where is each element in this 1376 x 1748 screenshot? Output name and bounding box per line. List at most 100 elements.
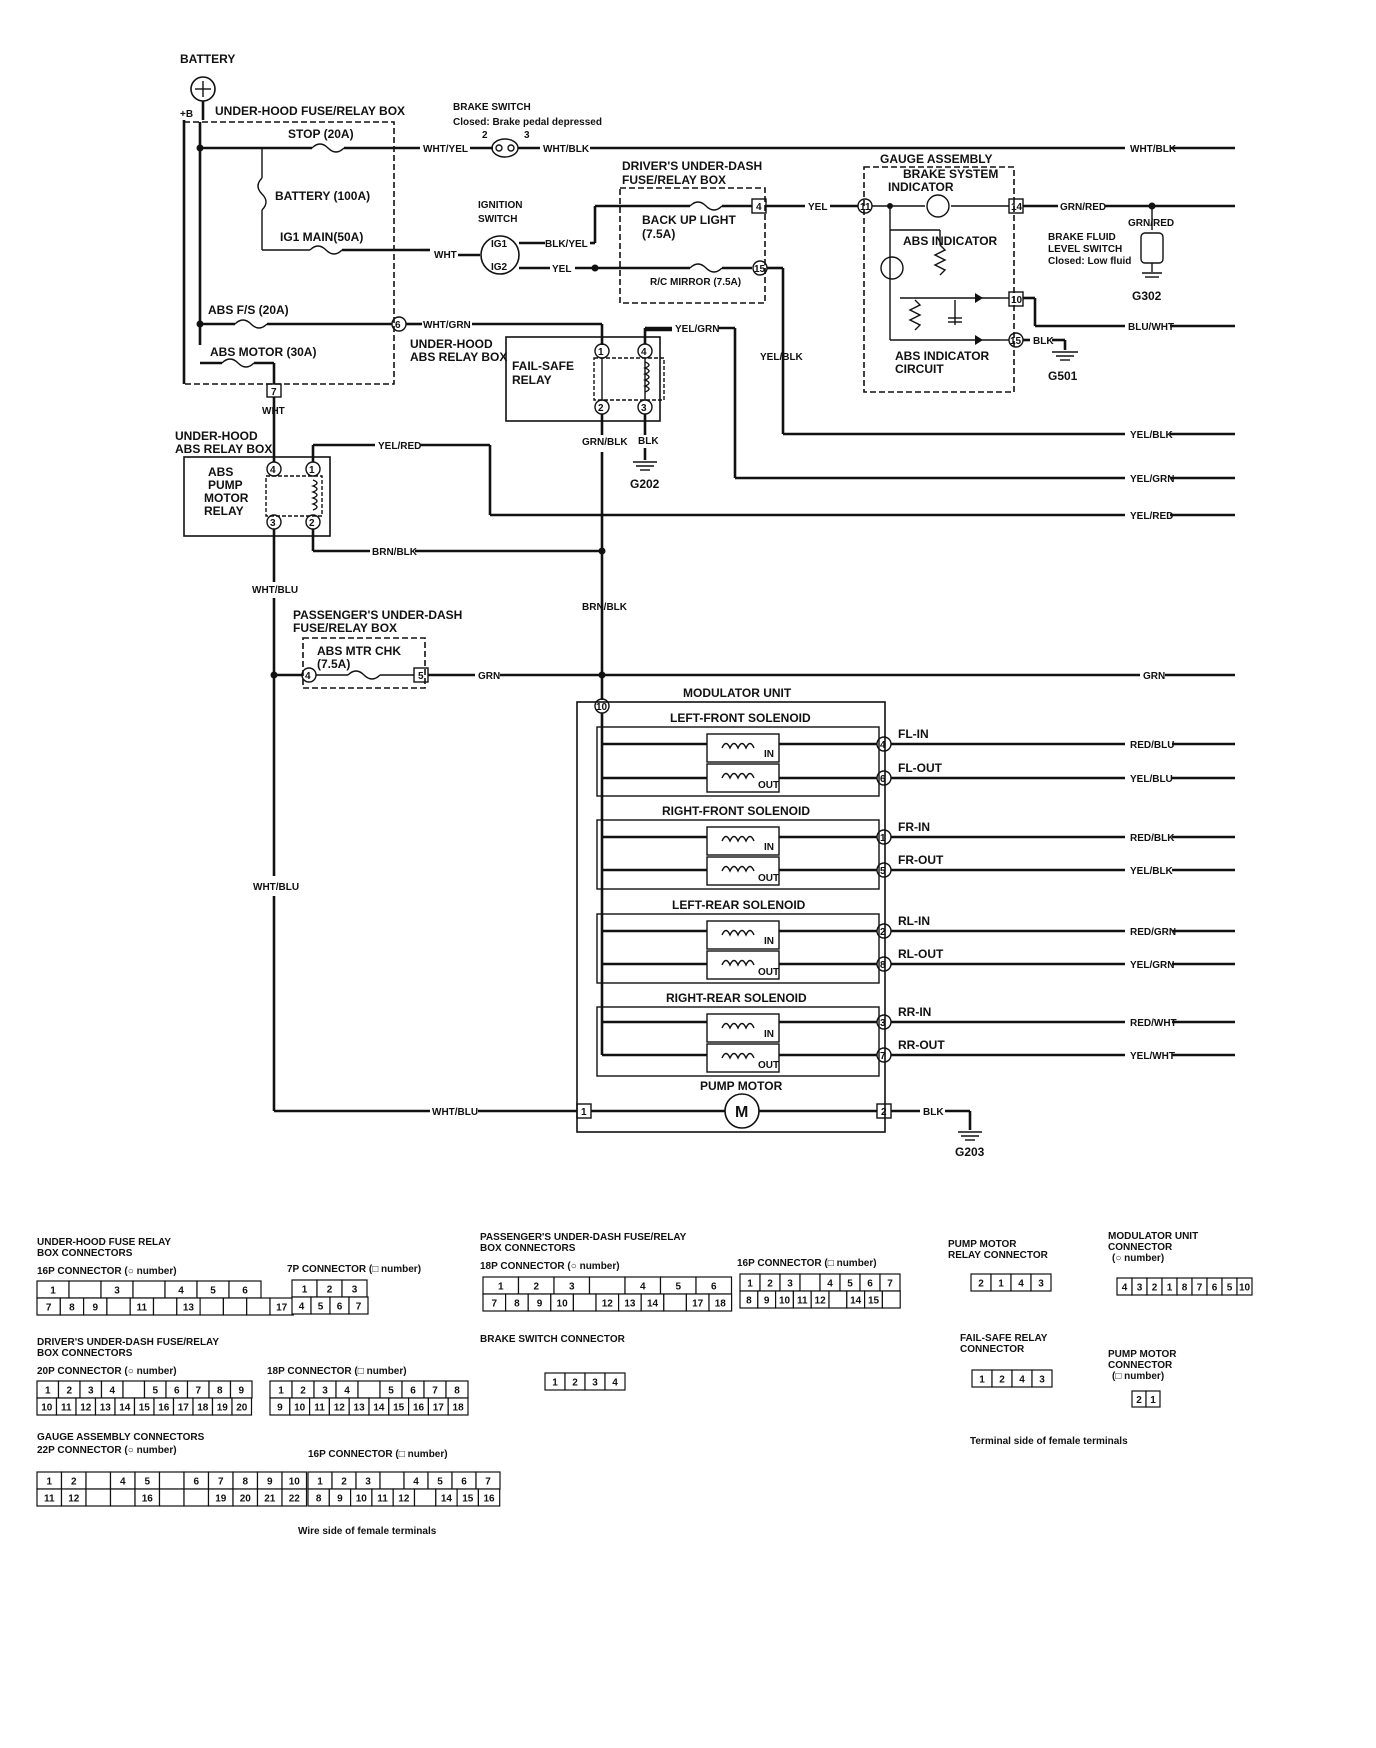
terminal-side-note: Terminal side of female terminals: [970, 1436, 1128, 1447]
connector-pin-number: 3: [592, 1378, 598, 1389]
brake-switch-note: Closed: Brake pedal depressed: [453, 117, 602, 128]
svg-text:6: 6: [395, 320, 401, 331]
wire-brn-blk-1: BRN/BLK: [372, 547, 418, 558]
dr-18p-label: 18P CONNECTOR (□ number): [267, 1366, 407, 1377]
svg-text:CONNECTOR: CONNECTOR: [1108, 1360, 1173, 1371]
connector-pin-number: 20: [240, 1494, 252, 1505]
svg-text:IN: IN: [764, 842, 774, 853]
connector-pin-number: 12: [334, 1403, 346, 1414]
brake-fluid-switch: BRAKE FLUID LEVEL SWITCH Closed: Low flu…: [1048, 218, 1174, 303]
svg-text:(□ number): (□ number): [1112, 1371, 1164, 1382]
connector-pin-number: 10: [1239, 1283, 1251, 1294]
ga-16p-label: 16P CONNECTOR (□ number): [308, 1449, 448, 1460]
lf-in-coil: IN: [706, 733, 780, 763]
connector-pin-number: 6: [711, 1282, 717, 1293]
connector-cell: [881, 1290, 901, 1309]
coil-icon: [721, 929, 755, 937]
connector-pin-number: 13: [100, 1403, 112, 1414]
connector-pin-number: 5: [847, 1279, 853, 1290]
svg-text:10: 10: [1011, 295, 1023, 306]
wire-yel-red-1: YEL/RED: [378, 441, 421, 452]
wire-yel-red-2: YEL/RED: [1130, 511, 1173, 522]
abs-circuit-label-1: ABS INDICATOR: [895, 349, 990, 363]
rf-solenoid-label: RIGHT-FRONT SOLENOID: [662, 804, 810, 818]
svg-text:RELAY: RELAY: [512, 373, 552, 387]
drivers-conn-title-1: DRIVER'S UNDER-DASH FUSE/RELAY: [37, 1337, 219, 1348]
connector-pin-number: 4: [413, 1477, 419, 1488]
connector-pin-number: 7: [356, 1302, 362, 1313]
wire-blu-wht: BLU/WHT: [1128, 322, 1174, 333]
wire-wht-grn: WHT/GRN: [423, 320, 471, 331]
connector-pin-number: 16: [483, 1494, 495, 1505]
pin-rl-in: RL-IN: [898, 914, 930, 928]
connector-cell: [588, 1276, 626, 1295]
connector-pin-number: 8: [69, 1303, 75, 1314]
svg-text:BOX CONNECTORS: BOX CONNECTORS: [37, 1248, 133, 1259]
backup-light-fuse-icon: [689, 201, 723, 211]
g302-label: G302: [1132, 289, 1162, 303]
connector-pin-number: 10: [294, 1403, 306, 1414]
brake-switch-section: WHT/YEL BRAKE SWITCH Closed: Brake pedal…: [423, 102, 1235, 158]
abs-indicator-bulb-icon: [880, 256, 904, 280]
abs-motor-fuse-label: ABS MOTOR (30A): [210, 345, 316, 359]
connector-pin-number: 11: [137, 1303, 148, 1314]
connector-pin-number: 1: [317, 1477, 323, 1488]
connector-pin-number: 6: [174, 1386, 180, 1397]
connector-pin-number: 19: [215, 1494, 227, 1505]
connector-pin-number: 5: [675, 1282, 681, 1293]
uh-16p-label: 16P CONNECTOR (○ number): [37, 1266, 177, 1277]
connector-pin-number: 1: [1167, 1283, 1173, 1294]
pin-fr-out: FR-OUT: [898, 853, 944, 867]
connector-pin-number: 11: [61, 1403, 72, 1414]
connector-cell: [663, 1293, 687, 1312]
wire-yel-blu: YEL/BLU: [1130, 774, 1173, 785]
wire-yel-blk-3: YEL/BLK: [1130, 866, 1174, 877]
connector-cell: [199, 1297, 225, 1316]
connector-pin-number: 3: [569, 1282, 575, 1293]
connector-cell: [222, 1297, 248, 1316]
coil-icon: [721, 742, 755, 750]
connector-pin-number: 7: [887, 1279, 893, 1290]
svg-text:OUT: OUT: [758, 967, 779, 978]
connector-cell: [158, 1488, 185, 1507]
connector-pin-number: 7: [218, 1477, 224, 1488]
drivers-box-title-2: FUSE/RELAY BOX: [622, 173, 726, 187]
connector-pin-number: 1: [278, 1386, 284, 1397]
connector-pin-number: 6: [410, 1386, 416, 1397]
svg-text:PUMP: PUMP: [208, 478, 243, 492]
connector-pin-number: 13: [624, 1299, 636, 1310]
svg-text:RELAY: RELAY: [204, 504, 244, 518]
pin-rl-out: RL-OUT: [898, 947, 944, 961]
g501-label: G501: [1048, 369, 1078, 383]
underhood-box-title: UNDER-HOOD FUSE/RELAY BOX: [215, 104, 405, 118]
connector-pin-number: 12: [602, 1299, 614, 1310]
svg-text:3: 3: [270, 518, 276, 529]
connector-pin-number: 3: [787, 1279, 793, 1290]
abs-circuit-label-2: CIRCUIT: [895, 362, 944, 376]
pass-conn-title-1: PASSENGER'S UNDER-DASH FUSE/RELAY: [480, 1232, 687, 1243]
underhood-fuse-box: UNDER-HOOD FUSE/RELAY BOX STOP (20A) BAT…: [182, 104, 420, 453]
battery-section: BATTERY +B: [180, 52, 235, 120]
svg-text:IN: IN: [764, 936, 774, 947]
connector-pin-number: 15: [139, 1403, 151, 1414]
connector-pin-number: 2: [327, 1285, 333, 1296]
abs-mtr-chk-fuse-icon: [347, 670, 381, 680]
connector-pin-number: 6: [867, 1279, 873, 1290]
svg-text:2: 2: [482, 130, 488, 141]
connector-pin-number: 4: [640, 1282, 646, 1293]
connector-pin-number: 2: [341, 1477, 347, 1488]
connector-pin-number: 11: [44, 1494, 55, 1505]
wire-wht-blu-1: WHT/BLU: [252, 585, 298, 596]
connector-pin-number: 6: [461, 1477, 467, 1488]
backup-light-label: BACK UP LIGHT: [642, 213, 736, 227]
connector-pin-number: 1: [998, 1279, 1004, 1290]
connector-pin-number: 2: [71, 1477, 77, 1488]
connector-pin-number: 10: [779, 1296, 791, 1307]
wire-grn-1: GRN: [478, 671, 500, 682]
connector-pin-number: 12: [398, 1494, 410, 1505]
connector-pin-number: 10: [41, 1403, 53, 1414]
